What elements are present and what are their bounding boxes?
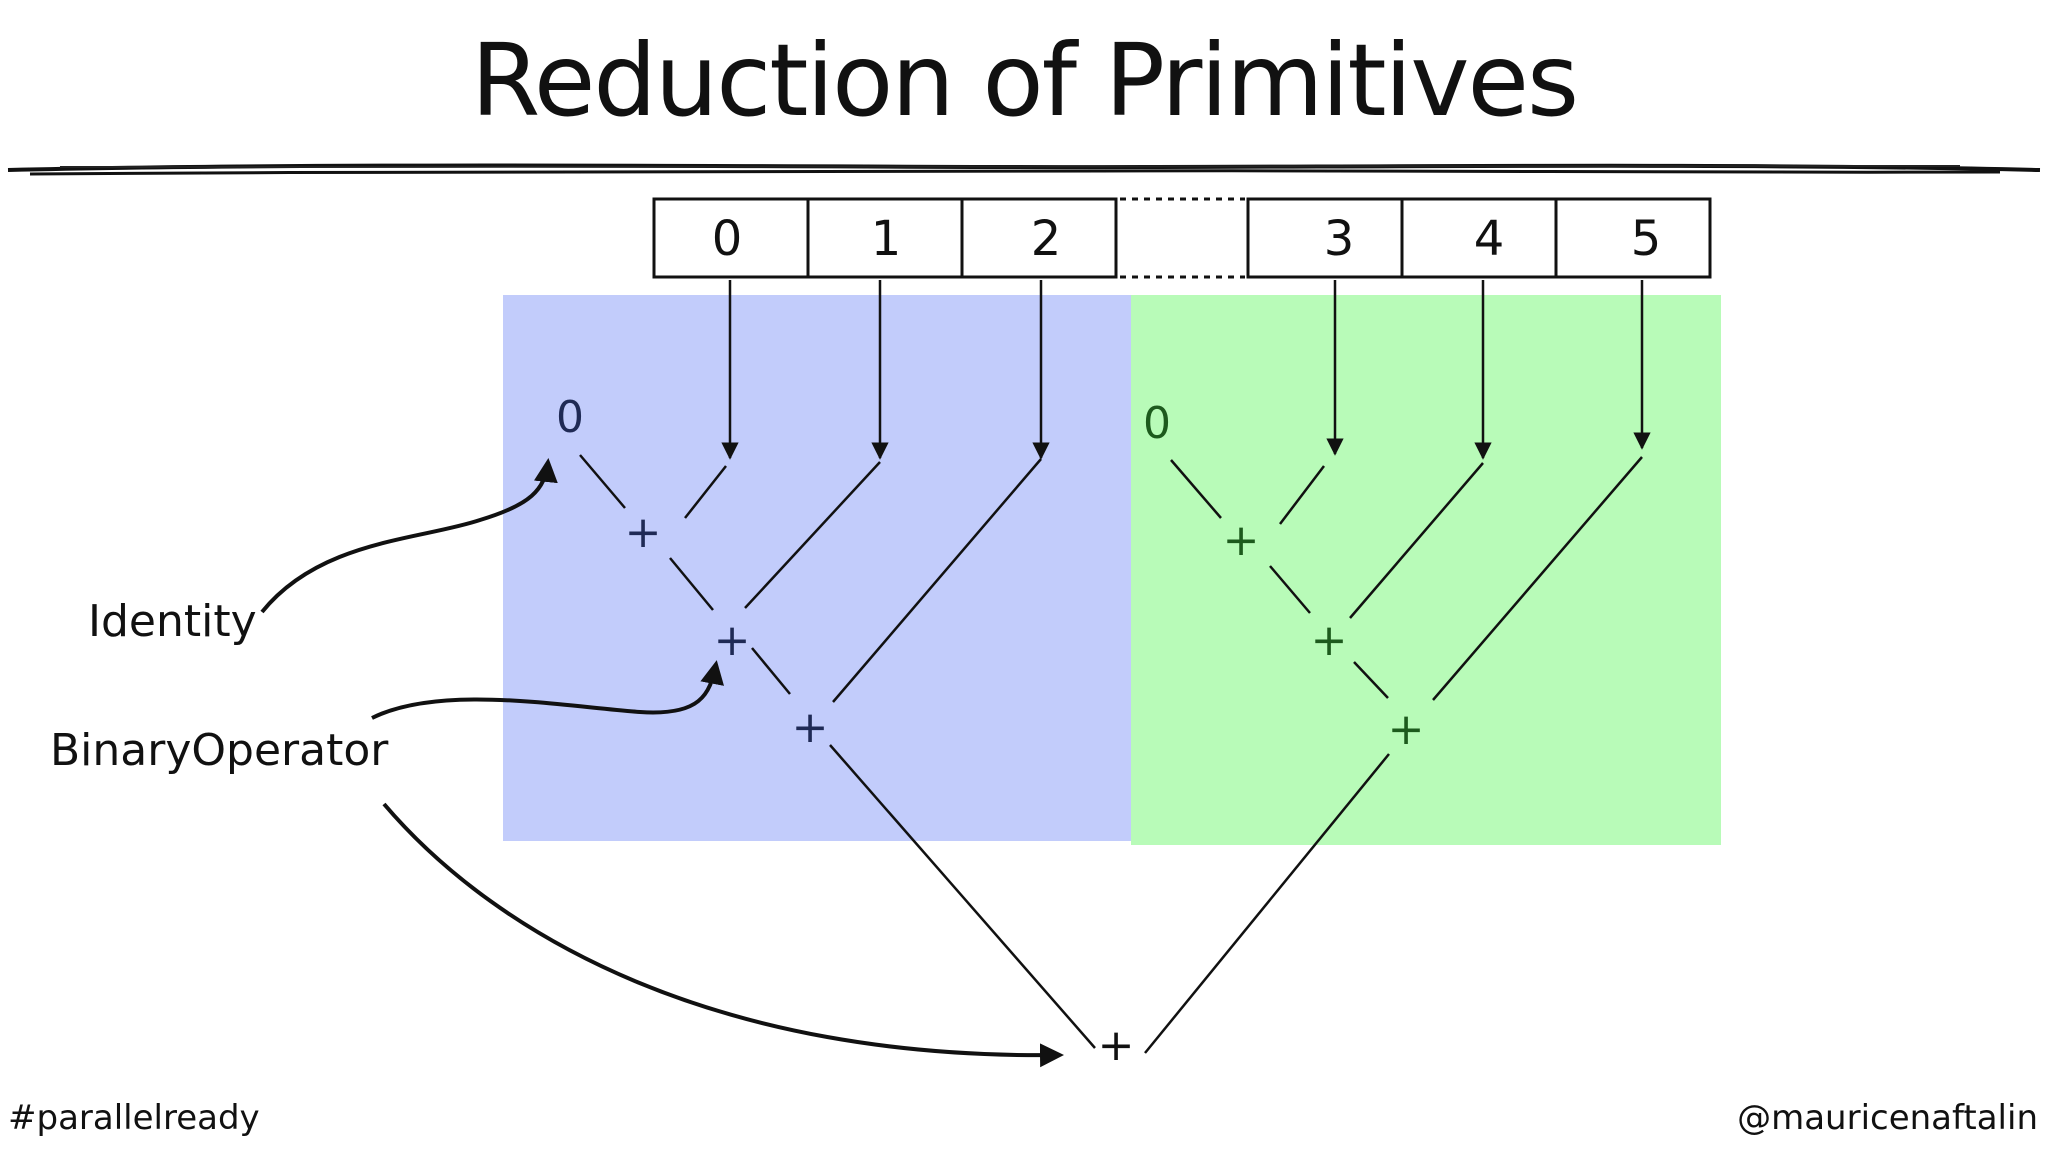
array-cell-4 [1400, 197, 1558, 279]
identity-pointer-arrow [260, 458, 558, 614]
element-arrows-right [1326, 280, 1651, 460]
array-cell-label-3: 3 [1324, 211, 1355, 267]
element-arrows-left [721, 280, 1050, 460]
array-cell-5 [1554, 197, 1712, 279]
final-operator-pointer-arrow [382, 802, 1064, 1068]
array-cell-2 [960, 197, 1118, 279]
operator-right-3: + [1388, 704, 1425, 755]
slide-title: Reduction of Primitives [470, 22, 1579, 139]
binary-operator-pointer-arrow [371, 660, 724, 720]
operator-final: + [1098, 1020, 1135, 1071]
identity-value-left: 0 [556, 392, 584, 443]
identity-value-right: 0 [1143, 398, 1171, 449]
array-cell-0 [652, 197, 810, 279]
array-cell-label-2: 2 [1031, 211, 1062, 267]
identity-label: Identity [88, 596, 257, 647]
array-cell-1 [806, 197, 964, 279]
right-chunk-region [1131, 295, 1721, 845]
array-cell-label-4: 4 [1474, 211, 1505, 267]
hashtag-footer: #parallelready [8, 1098, 260, 1138]
operator-right-1: + [1223, 515, 1260, 566]
array-cell-label-1: 1 [871, 211, 902, 267]
array-cell-3 [1246, 197, 1404, 279]
array-ellipsis-lines [1120, 197, 1245, 279]
source-array [652, 197, 1712, 279]
array-cell-label-0: 0 [712, 211, 743, 267]
annotation-arrows [260, 458, 1064, 1068]
array-cell-label-5: 5 [1631, 211, 1662, 267]
left-chunk-region [503, 295, 1131, 841]
operator-left-1: + [625, 507, 662, 558]
right-reduction-tree [1144, 456, 1643, 1054]
operator-left-3: + [792, 702, 829, 753]
left-reduction-tree [579, 454, 1096, 1049]
operator-left-2: + [714, 615, 751, 666]
binary-operator-label: BinaryOperator [50, 725, 389, 776]
title-divider [7, 163, 2041, 176]
author-handle-footer: @mauricenaftalin [1737, 1098, 2038, 1138]
operator-right-2: + [1311, 615, 1348, 666]
